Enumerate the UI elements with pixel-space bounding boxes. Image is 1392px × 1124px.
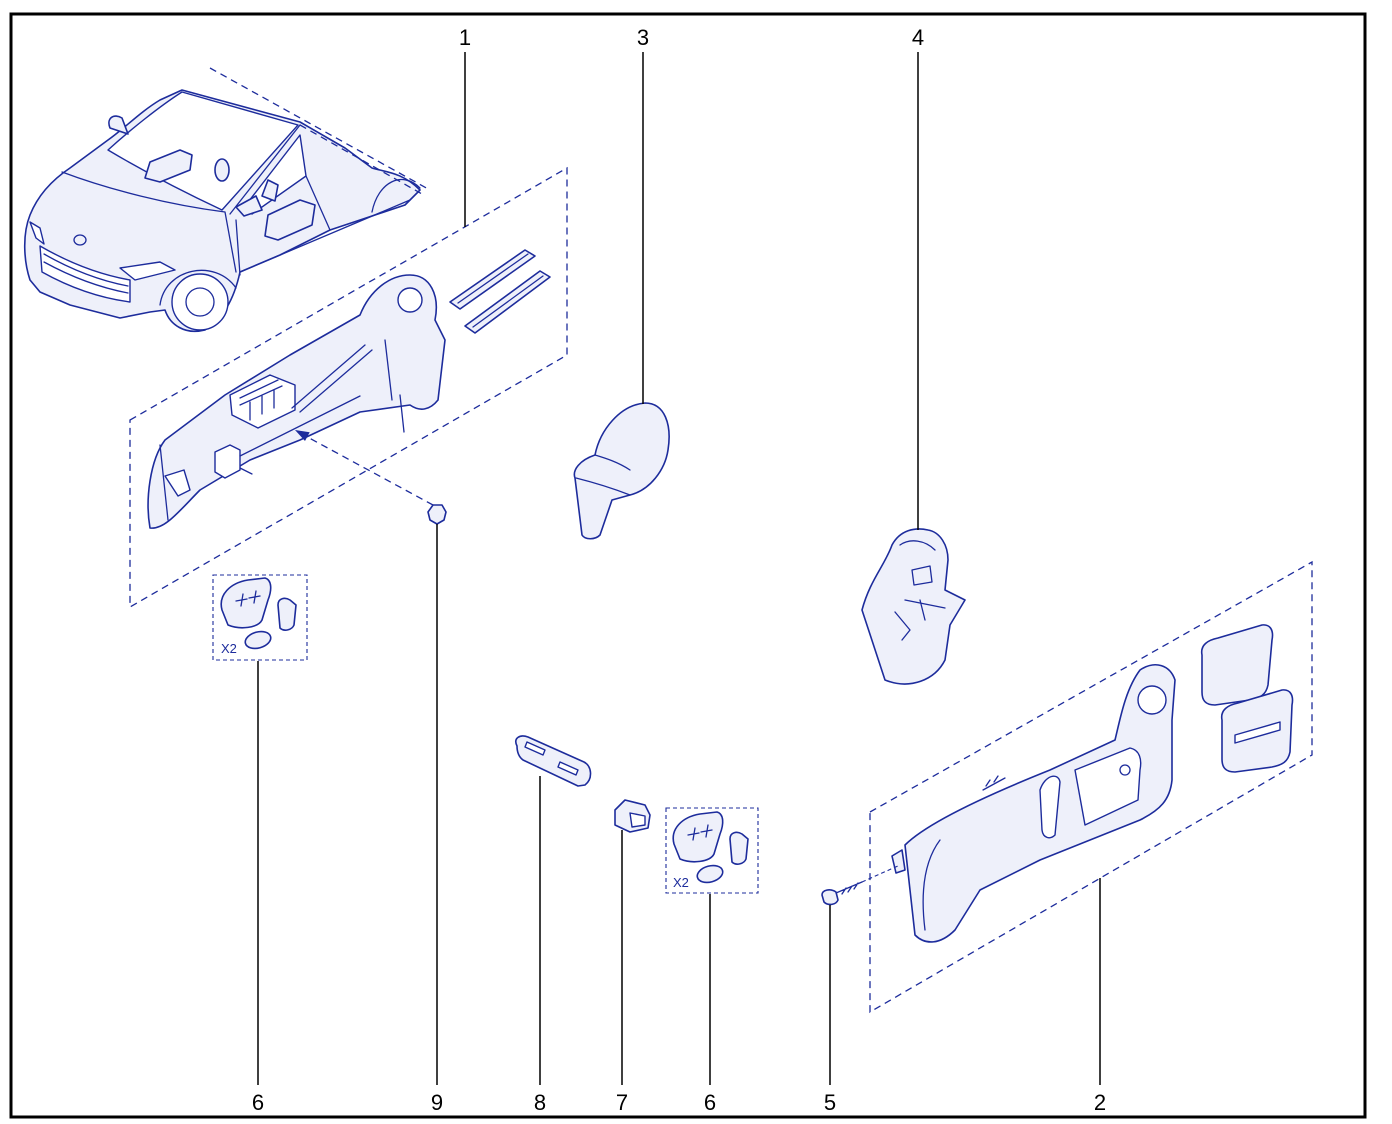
car-hood-line <box>61 171 237 273</box>
car-front-wheel <box>171 273 229 331</box>
car-door-lines <box>229 124 411 276</box>
part-2-ridges <box>922 775 1006 931</box>
car-mirror-right <box>235 195 263 217</box>
part-6-right-boundary <box>665 807 759 894</box>
assembly-2-boundary <box>869 560 1313 1014</box>
car-front-wheel-arch <box>159 269 237 306</box>
car-interior-door-panel <box>264 199 316 241</box>
car-headlight-left <box>29 221 45 245</box>
assembly-1-boundary <box>129 166 568 609</box>
callout-part-9: 9 <box>431 1090 443 1115</box>
part-1-seat-side-trim <box>147 249 551 529</box>
car-grille-slats <box>43 253 129 294</box>
part-2-recess-screw <box>1119 764 1131 776</box>
car-windshield <box>107 91 299 211</box>
callout-part-8: 8 <box>534 1090 546 1115</box>
part-6-left-button-set: X2 <box>220 577 297 656</box>
part-6-left-oval-button <box>244 630 272 650</box>
car-headlight-right <box>119 261 176 281</box>
part-5-screw-path <box>861 864 901 883</box>
part-1-inner-ridges <box>159 339 405 521</box>
callout-part-6-left: 6 <box>252 1090 264 1115</box>
part-8-slot-right <box>557 761 579 776</box>
part-1-switch-contacts <box>239 379 283 421</box>
part-6-right-button-set <box>672 811 749 884</box>
part-6-left-main-button <box>220 577 272 629</box>
part-1-knob-shaft <box>239 467 253 475</box>
part-2-pivot-hole <box>1137 685 1167 715</box>
part-2-side-cover-upper <box>1200 624 1274 706</box>
part-2-handle-recess <box>1074 747 1142 826</box>
car-emblem <box>73 234 87 246</box>
vehicle-locator-illustration <box>23 67 431 332</box>
part-3-cover-edge <box>575 454 631 496</box>
callout-part-7: 7 <box>616 1090 628 1115</box>
part-1-pivot-hole <box>397 287 423 313</box>
callout-part-5: 5 <box>824 1090 836 1115</box>
seat-adjust-symbol-icon <box>235 590 261 607</box>
part-6-left-pill-button <box>277 597 297 631</box>
part-4-bracket <box>861 528 966 685</box>
car-interior-knob <box>214 158 230 182</box>
seat-adjust-symbol-icon <box>687 824 713 841</box>
car-mirror-left <box>108 115 129 135</box>
car-interior-bracket <box>261 179 279 202</box>
callout-part-4: 4 <box>912 25 924 50</box>
part-6-left-boundary <box>212 574 308 661</box>
part-8-slot-left <box>524 741 546 756</box>
diagram-frame <box>9 12 1367 1119</box>
part-1-knob-cylinder <box>214 444 241 479</box>
car-front-wheel-hub <box>185 287 215 317</box>
part-9-insertion-path <box>299 432 434 506</box>
part-1-rail-texture <box>457 253 544 328</box>
callout-part-2: 2 <box>1094 1090 1106 1115</box>
part-1-lower-clip <box>164 469 191 497</box>
part-6-right-main-button <box>672 811 724 863</box>
part-4-bracket-details <box>894 540 946 641</box>
part-6-right-pill-button <box>729 831 749 865</box>
part-6-left-quantity: X2 <box>221 641 237 656</box>
part-2-edge-clip <box>891 849 906 874</box>
part-7-switch-face <box>629 812 646 828</box>
part-2-seat-side-trim <box>891 624 1294 943</box>
part-5-screw-shaft <box>835 881 863 895</box>
part-2-lever-slot <box>1039 775 1061 839</box>
callout-part-1: 1 <box>459 25 471 50</box>
part-9-clip <box>427 504 447 525</box>
car-phantom-roof-line <box>209 67 431 191</box>
car-rear-wheel-arch <box>371 178 421 213</box>
part-6-right-oval-button <box>696 864 724 884</box>
car-interior-seat-lever <box>144 149 193 183</box>
part-3-cover <box>573 402 670 540</box>
part-9-insertion-arrow-icon <box>295 430 310 441</box>
part-6-right-quantity: X2 <box>673 875 689 890</box>
callout-part-6-right: 6 <box>704 1090 716 1115</box>
part-2-side-cover-slot <box>1234 721 1281 744</box>
part-5-screw-head <box>821 889 839 906</box>
callout-part-3: 3 <box>637 25 649 50</box>
